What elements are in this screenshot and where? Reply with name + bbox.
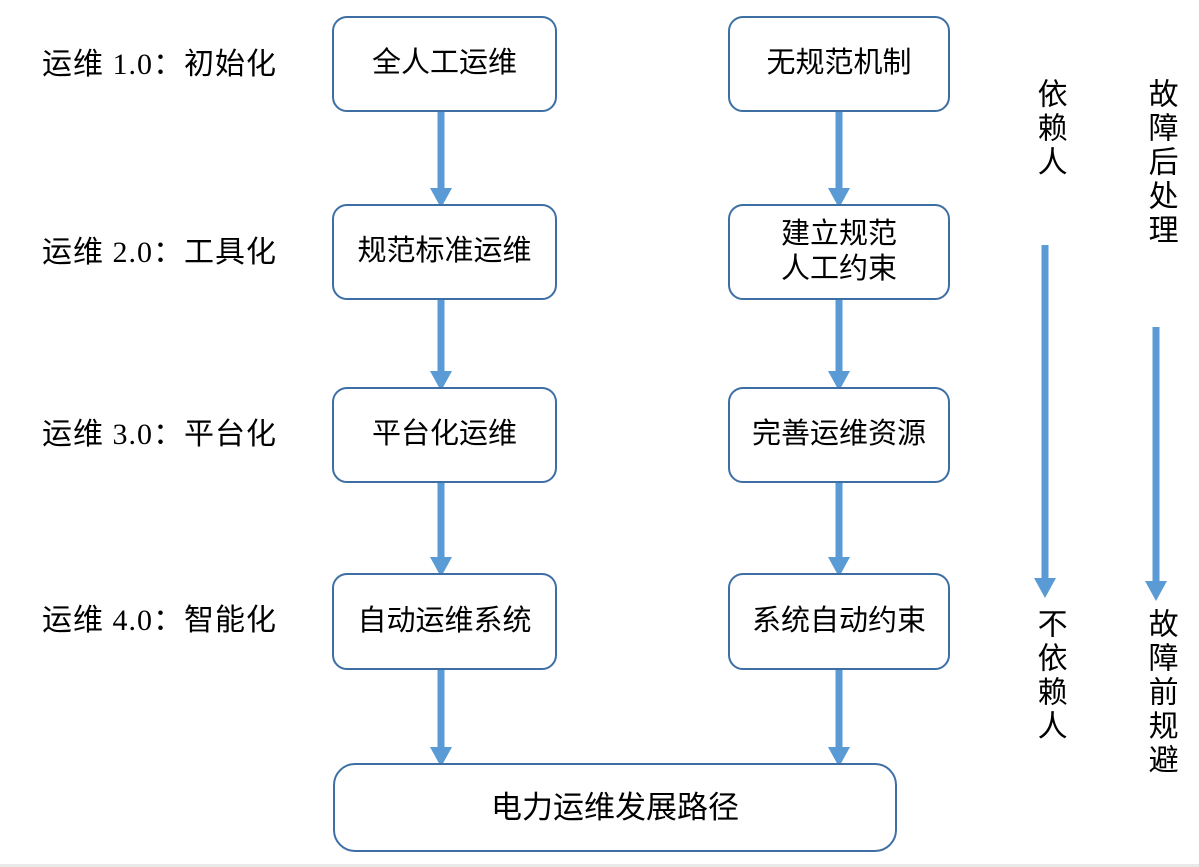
node-summary[interactable]: 电力运维发展路径 — [333, 763, 897, 852]
axis-1-bottom-label: 不依赖人 — [1032, 608, 1066, 744]
stage-label-1: 运维 1.0：初始化 — [42, 48, 277, 81]
arrow-left-3-to-4 — [430, 479, 452, 577]
stage-label-2: 运维 2.0：工具化 — [42, 236, 277, 269]
node-right-2-line2: 人工约束 — [780, 253, 897, 285]
stage-label-3: 运维 3.0：平台化 — [42, 418, 277, 451]
node-left-3[interactable]: 平台化运维 — [332, 387, 557, 483]
node-right-2-line1: 建立规范 — [780, 218, 897, 251]
arrow-left-1-to-2 — [430, 108, 452, 208]
node-right-2[interactable]: 建立规范 人工约束 — [728, 204, 950, 300]
node-left-2[interactable]: 规范标准运维 — [332, 204, 557, 300]
arrow-left-4-to-summary — [430, 666, 452, 767]
axis-1-arrow — [1034, 245, 1056, 598]
node-right-1[interactable]: 无规范机制 — [728, 16, 950, 112]
node-right-3[interactable]: 完善运维资源 — [728, 387, 950, 483]
axis-2-arrow — [1145, 327, 1167, 601]
axis-2-bottom-label: 故障前规避 — [1143, 608, 1177, 778]
arrow-right-1-to-2 — [828, 108, 850, 208]
arrow-left-2-to-3 — [430, 296, 452, 391]
axis-2-top-label: 故障后处理 — [1143, 78, 1177, 248]
stage-label-4: 运维 4.0：智能化 — [42, 604, 277, 637]
arrow-right-2-to-3 — [828, 296, 850, 391]
arrow-right-3-to-4 — [828, 479, 850, 577]
axis-1-top-label: 依赖人 — [1032, 78, 1066, 180]
node-left-1[interactable]: 全人工运维 — [332, 16, 557, 112]
node-left-4[interactable]: 自动运维系统 — [332, 573, 557, 670]
bottom-divider — [0, 864, 1199, 867]
arrow-right-4-to-summary — [828, 666, 850, 767]
node-right-4[interactable]: 系统自动约束 — [728, 573, 950, 670]
